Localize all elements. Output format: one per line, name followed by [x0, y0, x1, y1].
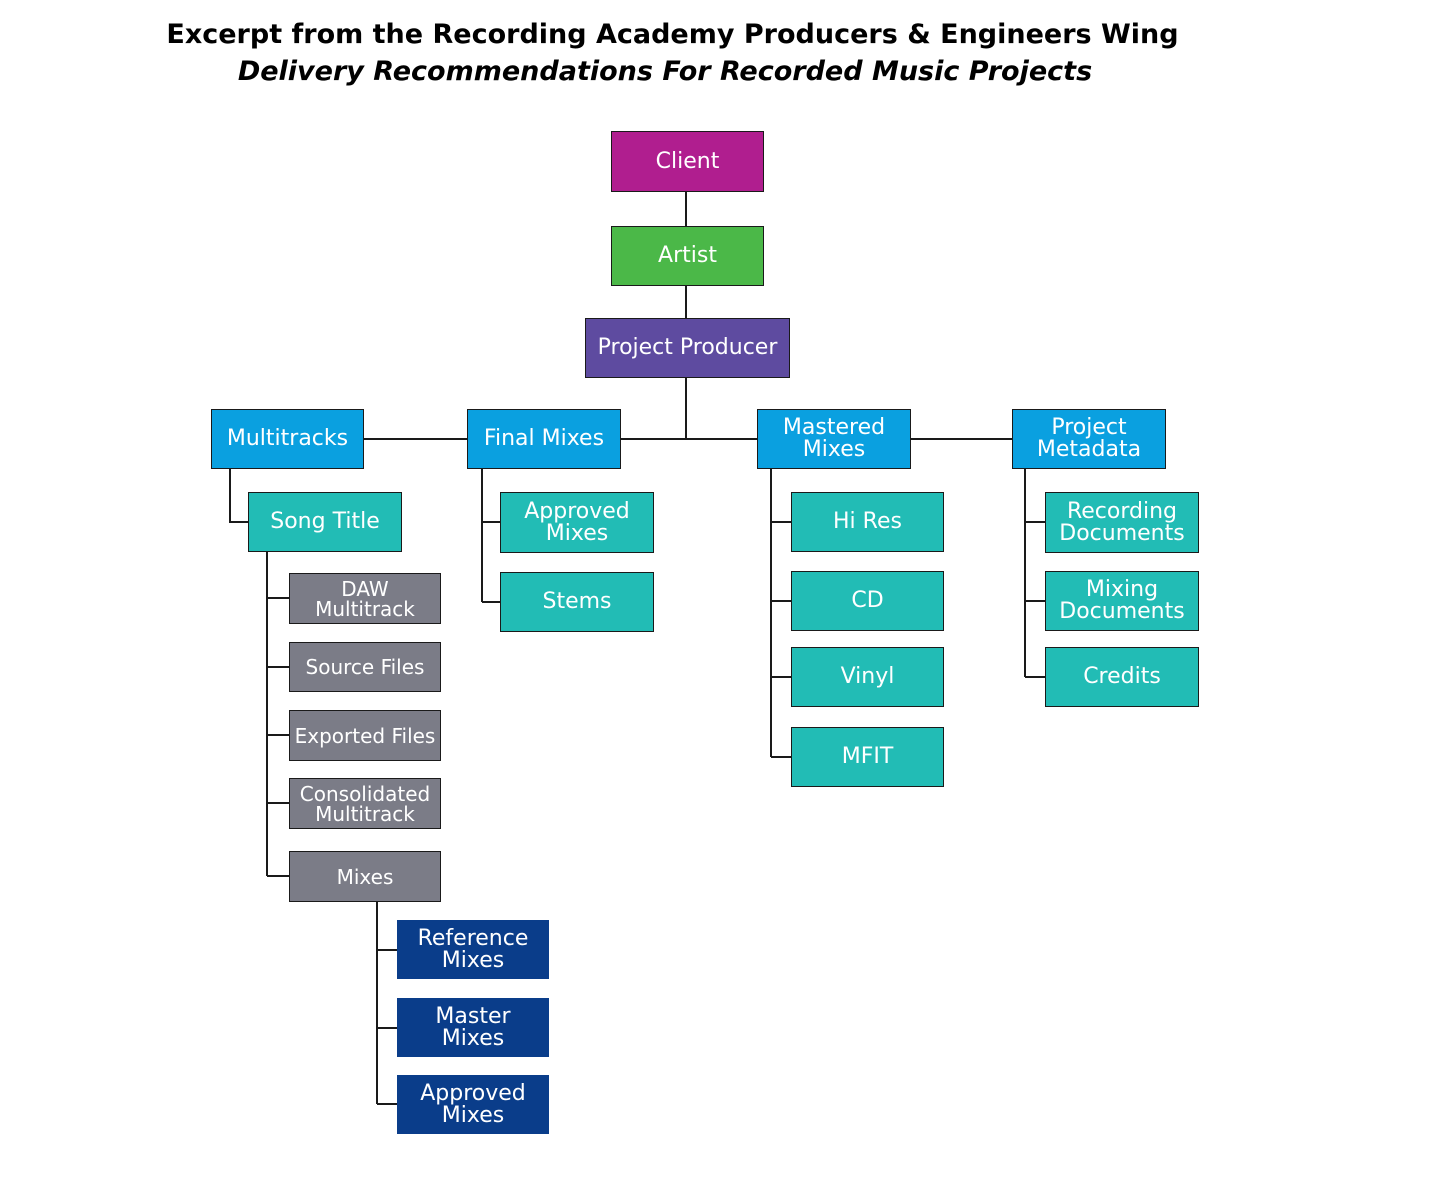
- node-project-producer: Project Producer: [585, 318, 790, 378]
- diagram-title: Excerpt from the Recording Academy Produ…: [166, 19, 1179, 50]
- node-stems: Stems: [500, 572, 654, 632]
- node-client: Client: [611, 131, 764, 192]
- node-consolidated-multitrack: Consolidated Multitrack: [289, 778, 441, 829]
- node-artist: Artist: [611, 226, 764, 286]
- node-final-mixes: Final Mixes: [467, 409, 621, 469]
- node-reference-mixes: Reference Mixes: [397, 920, 549, 979]
- node-recording-documents: Recording Documents: [1045, 492, 1199, 553]
- node-approved-mixes-song: Approved Mixes: [397, 1075, 549, 1134]
- node-master-mixes: Master Mixes: [397, 998, 549, 1057]
- node-hi-res: Hi Res: [791, 492, 944, 552]
- node-cd: CD: [791, 571, 944, 631]
- node-credits: Credits: [1045, 647, 1199, 707]
- node-mixes: Mixes: [289, 851, 441, 902]
- node-song-title: Song Title: [248, 492, 402, 552]
- node-source-files: Source Files: [289, 642, 441, 692]
- node-vinyl: Vinyl: [791, 647, 944, 707]
- node-project-metadata: Project Metadata: [1012, 409, 1166, 469]
- node-daw-multitrack: DAW Multitrack: [289, 573, 441, 624]
- diagram-subtitle: Delivery Recommendations For Recorded Mu…: [237, 56, 1093, 87]
- node-multitracks: Multitracks: [211, 409, 364, 469]
- connector-multitracks-songtitle: [229, 469, 248, 523]
- node-exported-files: Exported Files: [289, 710, 441, 761]
- node-mastered-mixes: Mastered Mixes: [757, 409, 911, 469]
- node-approved-mixes-final: Approved Mixes: [500, 492, 654, 553]
- node-mixing-documents: Mixing Documents: [1045, 571, 1199, 631]
- node-mfit: MFIT: [791, 727, 944, 787]
